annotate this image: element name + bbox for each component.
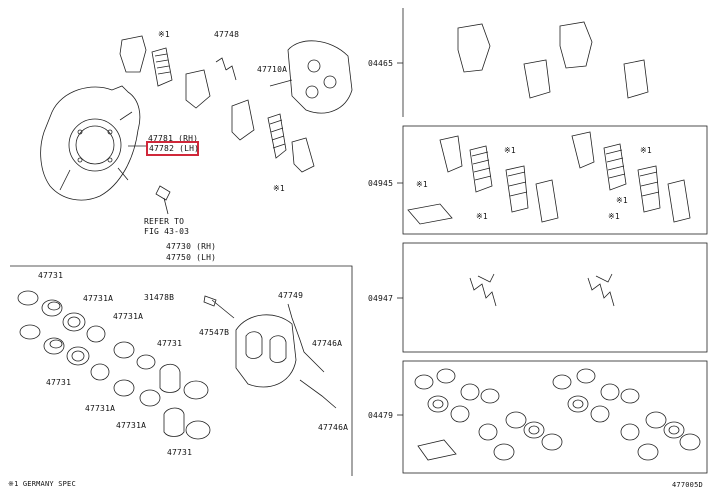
part-label-47730[interactable]: 47730 (RH) (166, 242, 217, 251)
part-label-47731[interactable]: 47731 (38, 271, 64, 280)
note-marker: ※1 (640, 146, 652, 155)
part-label-47731A[interactable]: 47731A (113, 312, 144, 321)
group-label-04945[interactable]: 04945 (368, 179, 394, 188)
footnote: ※1 GERMANY SPEC (8, 480, 76, 488)
part-label-47782[interactable]: 47782 (LH) (149, 144, 200, 153)
part-label-47750[interactable]: 47750 (LH) (166, 253, 217, 262)
figure-code: 477005D (672, 481, 703, 489)
part-label-47731A[interactable]: 47731A (83, 294, 114, 303)
highlight-box (146, 141, 199, 156)
group-04479-frame (402, 360, 708, 474)
note-marker: ※1 (158, 30, 170, 39)
pads-top-left (119, 35, 315, 173)
part-label-31478B[interactable]: 31478B (144, 293, 175, 302)
group-label-04465[interactable]: 04465 (368, 59, 394, 68)
group-04479-rings (414, 368, 701, 461)
note-marker: ※1 (504, 146, 516, 155)
part-label-47710A[interactable]: 47710A (257, 65, 288, 74)
part-label-47746A[interactable]: 47746A (312, 339, 343, 348)
part-label-47547B[interactable]: 47547B (199, 328, 230, 337)
group-04947-clips (469, 273, 615, 307)
note-marker: ※1 (416, 180, 428, 189)
group-label-04479[interactable]: 04479 (368, 411, 394, 420)
refer-figure-link[interactable]: FIG 43-03 (144, 227, 190, 236)
group-label-04947[interactable]: 04947 (368, 294, 394, 303)
group-04465-pads (457, 21, 649, 99)
note-marker: ※1 (476, 212, 488, 221)
group-04945-frame (402, 125, 708, 235)
note-marker: ※1 (608, 212, 620, 221)
part-label-47746A[interactable]: 47746A (318, 423, 349, 432)
note-marker: ※1 (273, 184, 285, 193)
part-label-47731[interactable]: 47731 (167, 448, 193, 457)
caliper-body (235, 303, 337, 409)
caliper-top (269, 40, 353, 114)
part-label-47731A[interactable]: 47731A (116, 421, 147, 430)
refer-label: REFER TO (144, 217, 185, 226)
group-04945-pads (407, 131, 691, 225)
caliper-kit-frame (10, 265, 353, 476)
part-label-47781[interactable]: 47781 (RH) (148, 134, 199, 143)
part-label-47731[interactable]: 47731 (46, 378, 72, 387)
part-label-47731A[interactable]: 47731A (85, 404, 116, 413)
seal-kit-rings (17, 290, 235, 440)
part-label-47731[interactable]: 47731 (157, 339, 183, 348)
note-marker: ※1 (616, 196, 628, 205)
part-label-47749[interactable]: 47749 (278, 291, 304, 300)
part-label-47748[interactable]: 47748 (214, 30, 240, 39)
group-04947-frame (402, 242, 708, 353)
dust-shield (40, 85, 141, 201)
